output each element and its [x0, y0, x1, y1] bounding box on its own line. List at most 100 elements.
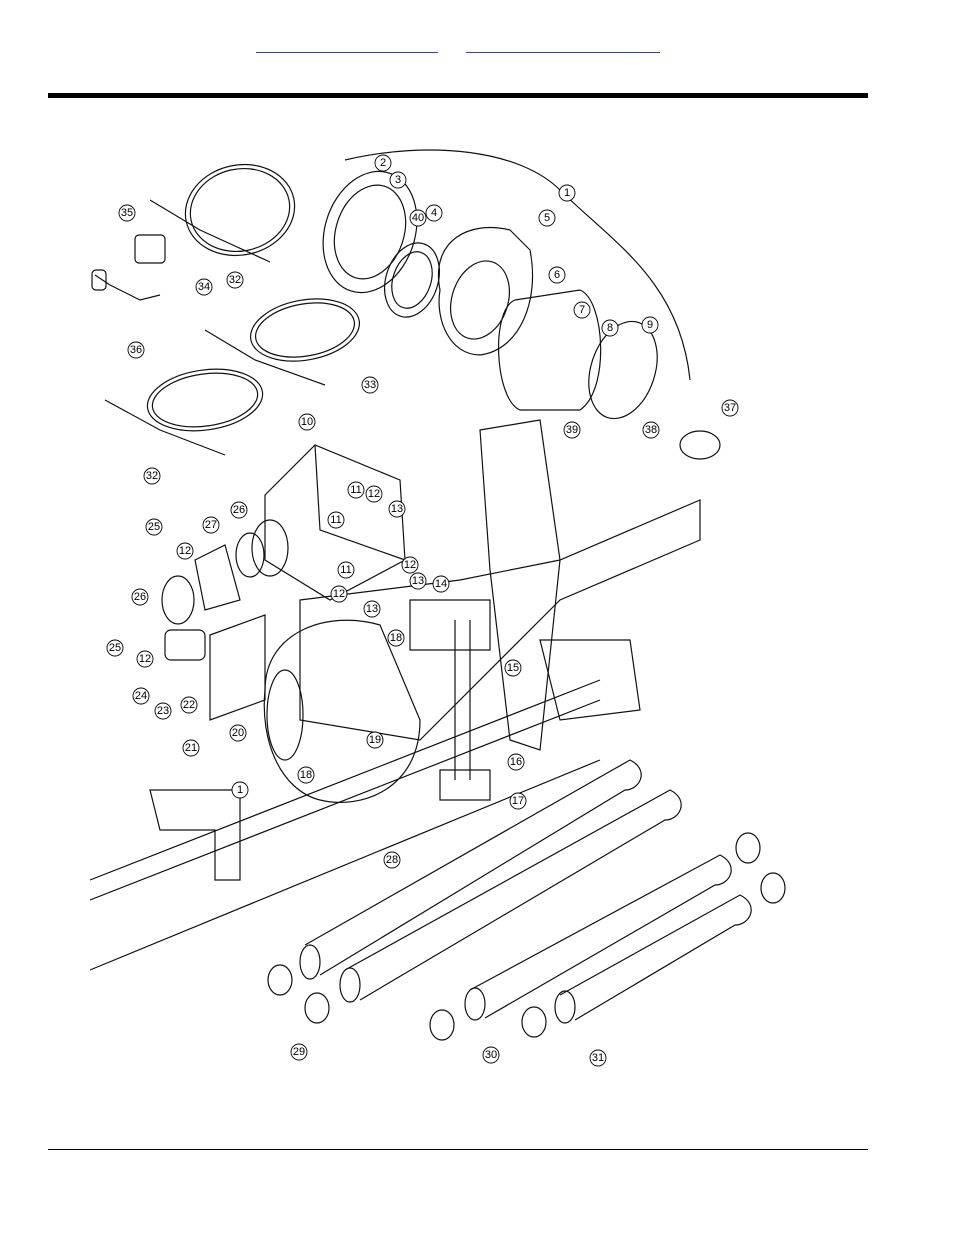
svg-text:1: 1	[237, 784, 243, 796]
svg-text:12: 12	[139, 653, 151, 665]
svg-text:13: 13	[366, 603, 378, 615]
callout-25-b: 25	[107, 640, 123, 656]
svg-text:10: 10	[301, 416, 313, 428]
callout-38: 38	[643, 422, 659, 438]
svg-text:18: 18	[300, 769, 312, 781]
svg-text:26: 26	[134, 591, 146, 603]
callout-1-top: 1	[559, 185, 575, 201]
callout-13-b: 13	[410, 573, 426, 589]
svg-text:36: 36	[130, 344, 142, 356]
callout-28: 28	[384, 852, 400, 868]
tube-second	[345, 790, 681, 1000]
svg-text:6: 6	[554, 269, 560, 281]
callout-10: 10	[299, 414, 315, 430]
hitch-bracket	[150, 790, 240, 880]
callout-1-bottom: 1	[232, 782, 248, 798]
svg-text:1: 1	[564, 187, 570, 199]
callout-12-d: 12	[177, 543, 193, 559]
svg-text:22: 22	[183, 699, 195, 711]
svg-text:11: 11	[330, 514, 341, 526]
svg-text:25: 25	[109, 642, 121, 654]
footer-rule	[48, 1149, 868, 1150]
callout-32-a: 32	[227, 272, 243, 288]
callout-22: 22	[181, 697, 197, 713]
callout-18-b: 18	[298, 767, 314, 783]
svg-text:7: 7	[579, 304, 585, 316]
svg-text:28: 28	[386, 854, 398, 866]
callout-33: 33	[362, 377, 378, 393]
callout-31: 31	[590, 1050, 606, 1066]
svg-text:37: 37	[724, 402, 736, 414]
svg-text:35: 35	[121, 207, 133, 219]
callout-16: 16	[508, 754, 524, 770]
callout-11-c: 11	[338, 562, 354, 578]
svg-text:27: 27	[205, 519, 217, 531]
svg-text:12: 12	[333, 588, 345, 600]
callout-21: 21	[183, 740, 199, 756]
svg-text:5: 5	[544, 212, 550, 224]
svg-text:23: 23	[157, 705, 169, 717]
callout-35: 35	[119, 205, 135, 221]
callout-19: 19	[367, 732, 383, 748]
svg-text:29: 29	[293, 1046, 305, 1058]
svg-text:3: 3	[395, 174, 401, 186]
svg-text:12: 12	[368, 488, 380, 500]
control-box	[135, 235, 165, 263]
fan-screen-inner	[385, 247, 439, 314]
svg-text:2: 2	[380, 157, 386, 169]
svg-text:26: 26	[233, 504, 245, 516]
svg-text:17: 17	[512, 795, 524, 807]
callout-8: 8	[602, 320, 618, 336]
callout-27: 27	[203, 517, 219, 533]
callout-11-a: 11	[348, 482, 364, 498]
toolbar-beam	[90, 680, 600, 970]
hose-clamp	[680, 431, 720, 459]
callout-26-b: 26	[132, 589, 148, 605]
fan-cover-inner	[323, 176, 417, 288]
callout-23: 23	[155, 703, 171, 719]
duct-adapter	[195, 545, 240, 610]
callout-12-c: 12	[331, 586, 347, 602]
svg-text:38: 38	[645, 424, 657, 436]
callout-13-a: 13	[389, 501, 405, 517]
svg-text:31: 31	[592, 1052, 604, 1064]
svg-text:18: 18	[390, 632, 402, 644]
callout-4: 4	[426, 205, 442, 221]
callout-39: 39	[564, 422, 580, 438]
callout-12-a: 12	[366, 486, 382, 502]
svg-text:34: 34	[198, 281, 210, 293]
callout-36: 36	[128, 342, 144, 358]
callout-3: 3	[390, 172, 406, 188]
tube-upper	[305, 760, 641, 975]
callout-17: 17	[510, 793, 526, 809]
svg-text:16: 16	[510, 756, 522, 768]
svg-text:40: 40	[412, 212, 424, 224]
svg-text:39: 39	[566, 424, 578, 436]
svg-text:32: 32	[229, 274, 241, 286]
svg-text:4: 4	[431, 207, 437, 219]
callout-2: 2	[375, 155, 391, 171]
motor-mount-plate	[210, 615, 265, 720]
callout-6: 6	[549, 267, 565, 283]
callout-34: 34	[196, 279, 212, 295]
callout-24: 24	[133, 688, 149, 704]
callout-7: 7	[574, 302, 590, 318]
fan-housing-opening	[441, 253, 519, 346]
svg-text:14: 14	[435, 578, 447, 590]
callout-32-b: 32	[144, 468, 160, 484]
svg-text:21: 21	[185, 742, 197, 754]
callout-40: 40	[410, 210, 426, 226]
svg-text:32: 32	[146, 470, 158, 482]
callout-18-a: 18	[388, 630, 404, 646]
main-fan-drum	[264, 620, 420, 802]
callout-11-b: 11	[328, 512, 344, 528]
svg-text:19: 19	[369, 734, 381, 746]
svg-text:11: 11	[340, 564, 351, 576]
callout-14: 14	[433, 576, 449, 592]
svg-text:8: 8	[607, 322, 613, 334]
svg-text:9: 9	[647, 319, 653, 331]
svg-text:15: 15	[507, 662, 519, 674]
svg-text:33: 33	[364, 379, 376, 391]
svg-text:30: 30	[485, 1049, 497, 1061]
